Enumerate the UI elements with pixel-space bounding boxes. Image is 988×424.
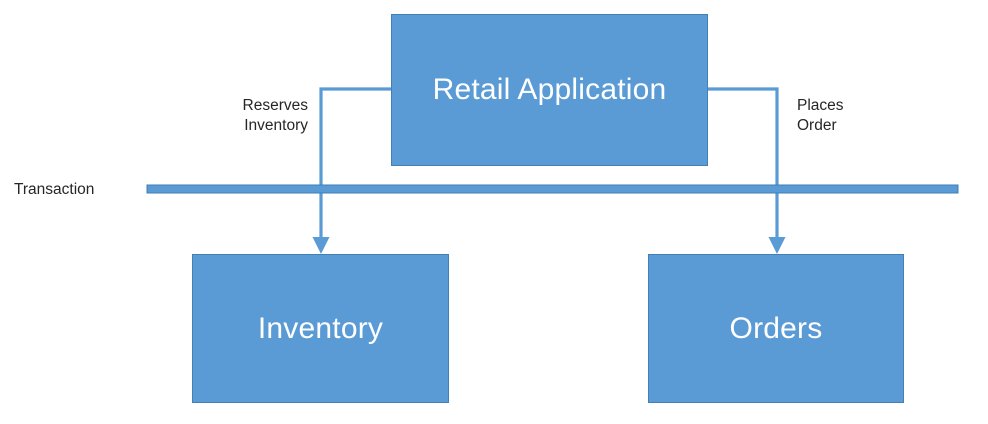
- edge-places-order-arrowhead: [768, 237, 786, 254]
- edge-label-places-order: Places Order: [797, 96, 937, 136]
- edge-places-order: [708, 87, 786, 254]
- node-orders-label: Orders: [729, 311, 823, 345]
- edge-label-reserves-inventory: Reserves Inventory: [178, 96, 308, 136]
- edge-label-places-order-line2: Order: [797, 116, 837, 134]
- node-retail-application-label: Retail Application: [432, 73, 667, 106]
- edge-label-places-order-line1: Places: [797, 97, 844, 114]
- edge-label-reserves-inventory-line2: Inventory: [244, 116, 308, 134]
- edge-reserves-inventory-arrowhead: [312, 237, 330, 254]
- node-orders[interactable]: Orders: [648, 254, 904, 403]
- node-inventory[interactable]: Inventory: [192, 254, 449, 403]
- label-transaction-boundary: Transaction: [14, 181, 95, 198]
- transaction-boundary-rect: [146, 184, 959, 194]
- edge-places-order-path: [708, 87, 779, 240]
- edge-reserves-inventory: [312, 87, 391, 254]
- node-retail-application[interactable]: Retail Application: [391, 14, 708, 166]
- transaction-boundary-bar: [146, 184, 959, 194]
- edge-reserves-inventory-path: [319, 87, 391, 240]
- node-inventory-label: Inventory: [257, 311, 384, 345]
- edge-label-reserves-inventory-line1: Reserves: [242, 97, 308, 114]
